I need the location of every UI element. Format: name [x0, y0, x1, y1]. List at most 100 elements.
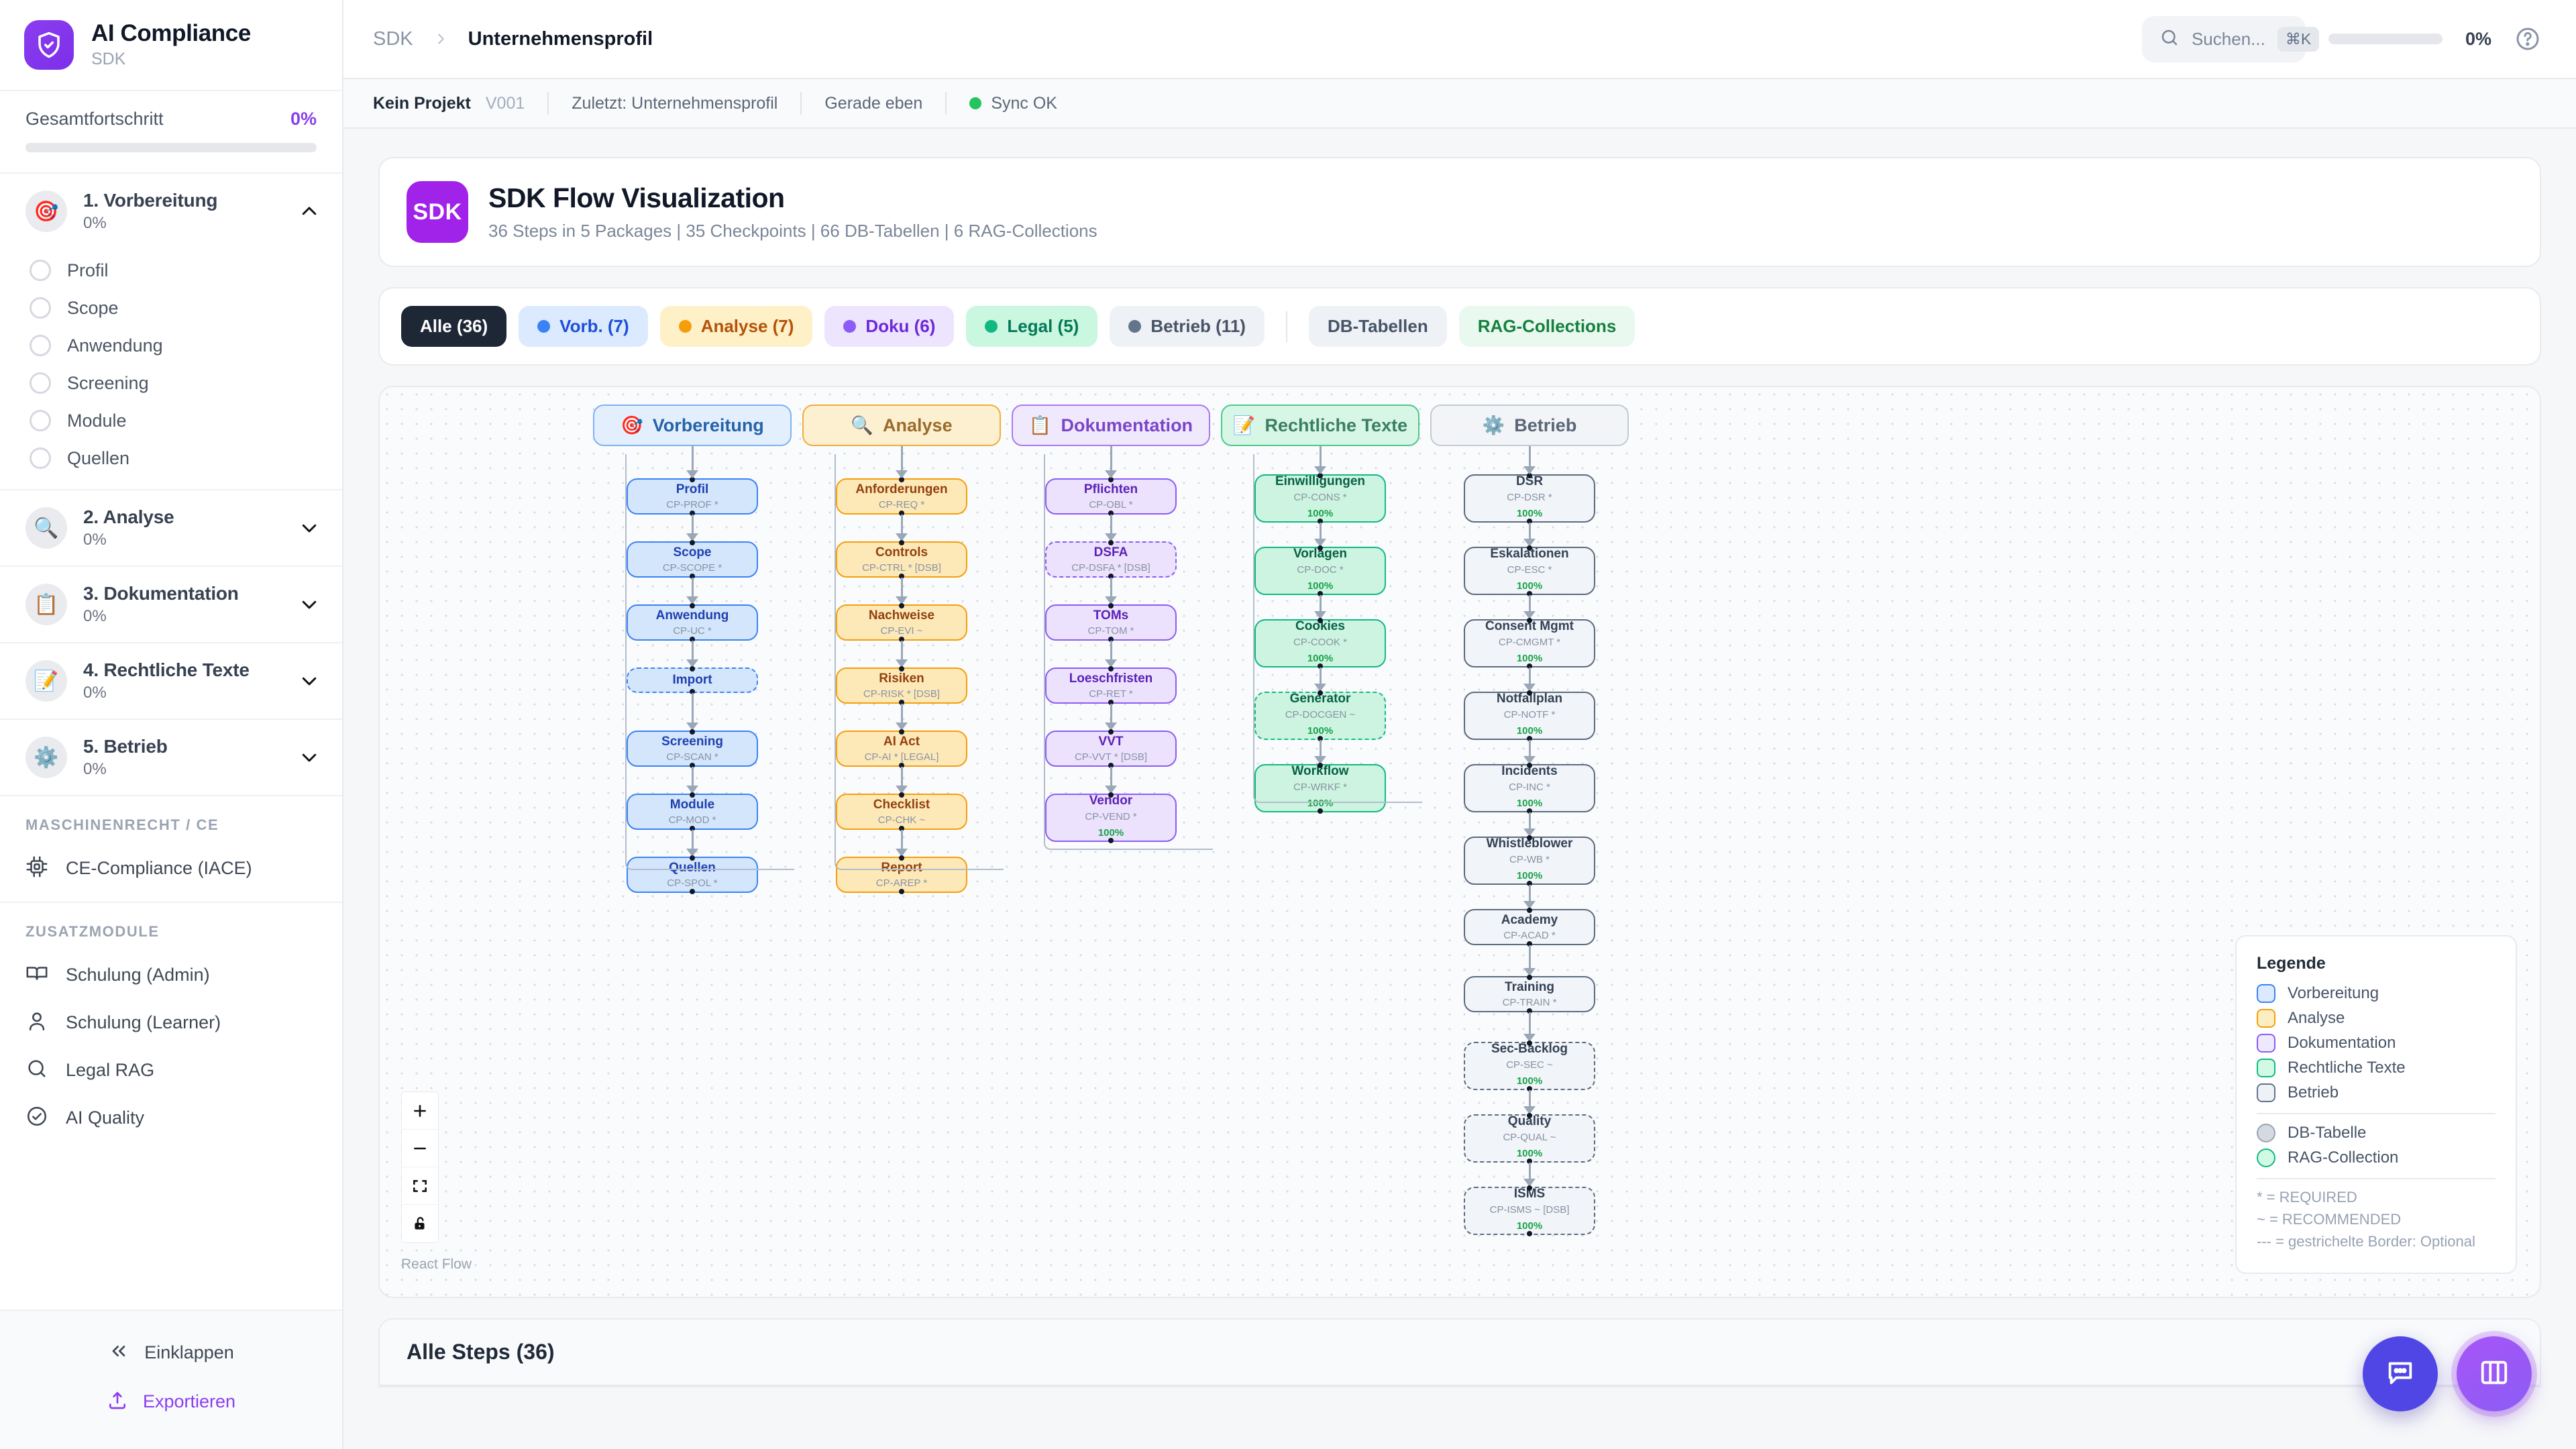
chevron-down-icon[interactable] [299, 671, 319, 691]
zoom-in-icon[interactable] [402, 1092, 438, 1130]
node-handle-top[interactable] [690, 792, 695, 798]
node-handle-bottom[interactable] [899, 826, 904, 831]
filter-chip-5[interactable]: Betrieb (11) [1110, 306, 1265, 347]
sidebar-step-anwendung[interactable]: Anwendung [0, 327, 342, 364]
sidebar-item-legal-rag[interactable]: Legal RAG [0, 1046, 342, 1094]
brand-block[interactable]: AI Compliance SDK [0, 0, 342, 91]
step-status-radio[interactable] [30, 372, 51, 394]
node-handle-bottom[interactable] [1527, 1086, 1532, 1091]
node-handle-top[interactable] [1527, 545, 1532, 551]
node-handle-bottom[interactable] [1108, 511, 1114, 516]
node-handle-top[interactable] [1527, 975, 1532, 980]
flow-node-vorbereitung-3[interactable]: Import [627, 666, 758, 694]
step-status-radio[interactable] [30, 447, 51, 469]
breadcrumb-root[interactable]: SDK [373, 28, 413, 50]
node-handle-bottom[interactable] [690, 689, 695, 694]
node-handle-bottom[interactable] [690, 826, 695, 831]
node-handle-bottom[interactable] [690, 511, 695, 516]
node-handle-top[interactable] [1318, 545, 1323, 551]
sidebar-step-screening[interactable]: Screening [0, 364, 342, 402]
node-handle-bottom[interactable] [1527, 1159, 1532, 1164]
node-handle-bottom[interactable] [899, 511, 904, 516]
node-handle-top[interactable] [1527, 908, 1532, 913]
lock-open-icon[interactable] [402, 1205, 438, 1242]
chevron-down-icon[interactable] [299, 594, 319, 614]
sidebar-step-module[interactable]: Module [0, 402, 342, 439]
node-handle-top[interactable] [1527, 1113, 1532, 1118]
sidebar-step-profil[interactable]: Profil [0, 252, 342, 289]
node-handle-top[interactable] [899, 855, 904, 861]
sidebar-step-scope[interactable]: Scope [0, 289, 342, 327]
node-handle-bottom[interactable] [1318, 808, 1323, 814]
node-handle-bottom[interactable] [1527, 519, 1532, 524]
node-handle-top[interactable] [1318, 763, 1323, 768]
sidebar-item-schulung-learner[interactable]: Schulung (Learner) [0, 999, 342, 1046]
node-handle-top[interactable] [899, 540, 904, 545]
node-handle-bottom[interactable] [899, 700, 904, 705]
flow-attribution[interactable]: React Flow [401, 1256, 472, 1272]
node-handle-top[interactable] [1108, 666, 1114, 672]
node-handle-bottom[interactable] [1527, 808, 1532, 814]
node-handle-bottom[interactable] [899, 574, 904, 579]
node-handle-bottom[interactable] [1108, 574, 1114, 579]
node-handle-bottom[interactable] [1527, 1231, 1532, 1236]
node-handle-top[interactable] [1527, 473, 1532, 478]
step-status-radio[interactable] [30, 410, 51, 431]
sidebar-step-quellen[interactable]: Quellen [0, 439, 342, 477]
chevron-down-icon[interactable] [299, 747, 319, 767]
node-handle-bottom[interactable] [1527, 1008, 1532, 1014]
node-handle-top[interactable] [899, 666, 904, 672]
collapse-sidebar-button[interactable]: Einklappen [0, 1328, 342, 1377]
step-status-radio[interactable] [30, 335, 51, 356]
filter-chip-3[interactable]: Doku (6) [824, 306, 955, 347]
node-handle-bottom[interactable] [690, 574, 695, 579]
node-handle-top[interactable] [690, 540, 695, 545]
node-handle-bottom[interactable] [690, 889, 695, 894]
filter-chip-1[interactable]: Vorb. (7) [519, 306, 648, 347]
node-handle-top[interactable] [1108, 477, 1114, 482]
node-handle-bottom[interactable] [1527, 736, 1532, 741]
node-handle-top[interactable] [899, 729, 904, 735]
node-handle-top[interactable] [1527, 618, 1532, 623]
node-handle-top[interactable] [1318, 618, 1323, 623]
node-handle-bottom[interactable] [690, 637, 695, 642]
node-handle-bottom[interactable] [1318, 663, 1323, 669]
node-handle-top[interactable] [690, 477, 695, 482]
node-handle-bottom[interactable] [1527, 591, 1532, 596]
step-status-radio[interactable] [30, 297, 51, 319]
node-handle-top[interactable] [1108, 792, 1114, 798]
filter-chip-extra-1[interactable]: RAG-Collections [1458, 306, 1635, 347]
node-handle-bottom[interactable] [1108, 700, 1114, 705]
node-handle-top[interactable] [899, 792, 904, 798]
node-handle-bottom[interactable] [899, 637, 904, 642]
